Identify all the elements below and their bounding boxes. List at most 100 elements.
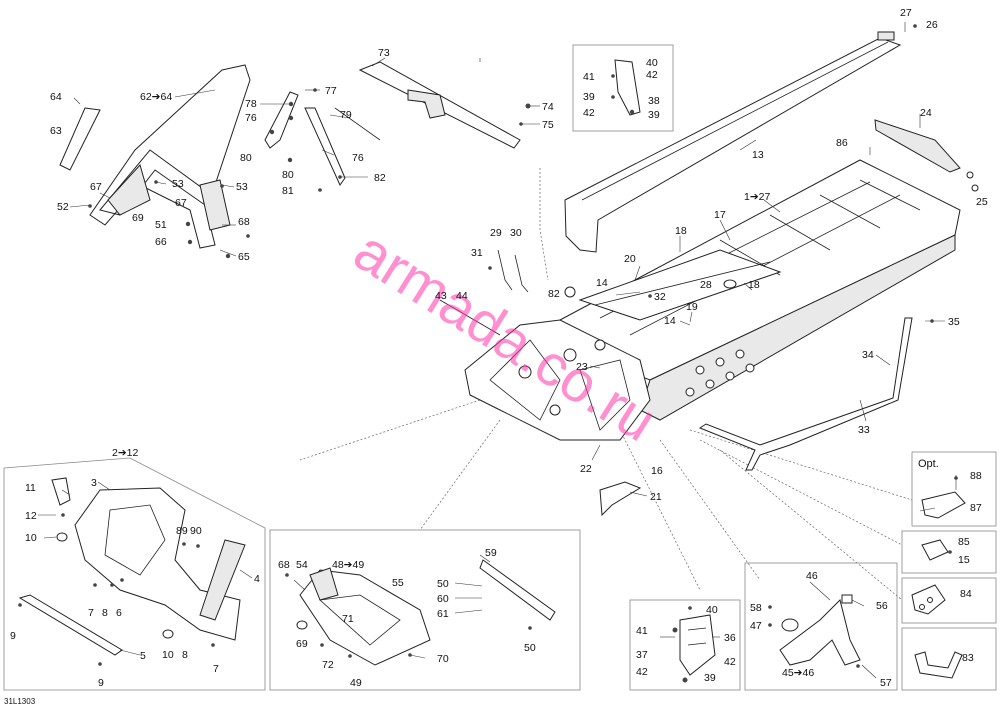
callout-47: 47 [750,620,762,632]
ref-line-13 [539,168,549,281]
callout-7-lower: 7 [213,663,219,675]
callout-42-top: 42 [646,69,658,81]
callout-32: 32 [654,291,666,303]
bracket-15 [921,539,949,561]
ref-line-22 [619,429,701,591]
callout-2to12: 2➔12 [112,447,138,459]
callout-69: 69 [132,212,144,224]
callout-86: 86 [836,137,848,149]
callout-81: 81 [282,185,294,197]
callout-9-upper: 9 [10,630,16,642]
callout-34: 34 [862,349,874,361]
callout-5: 5 [140,650,146,662]
hardware-detail-box [572,44,674,132]
callout-70: 70 [437,653,449,665]
front-frame-group-box [3,457,266,691]
callout-24: 24 [920,107,932,119]
callout-18-lower: 18 [748,279,760,291]
callout-51: 51 [155,219,167,231]
suspension-mount [779,599,861,666]
detail-box-84 [901,577,997,624]
leader-lines [38,22,957,679]
bracket-83 [914,651,963,679]
ref-line-16 [659,439,761,581]
callout-42-bracket-right: 42 [724,656,736,668]
exchanger-end-cap [877,31,895,41]
callout-71: 71 [342,613,354,625]
callout-74: 74 [542,101,554,113]
callout-79: 79 [340,109,352,121]
callout-41-bracket: 41 [636,625,648,637]
footrest-group-box [269,529,581,691]
callout-60: 60 [437,593,449,605]
callout-50-lower: 50 [524,642,536,654]
callout-37: 37 [636,649,648,661]
callout-65: 65 [238,251,250,263]
callout-73: 73 [378,47,390,59]
callout-17: 17 [714,209,726,221]
clip-69 [296,620,308,630]
rear-bumper-rail [874,119,961,173]
callout-48to49: 48➔49 [332,559,364,571]
plug-82 [564,286,576,298]
callout-25: 25 [976,196,988,208]
callout-52: 52 [57,201,69,213]
bracket-38 [614,59,641,116]
callout-21: 21 [650,491,662,503]
callout-38: 38 [648,95,660,107]
footrest-extension-59 [479,559,556,621]
callout-7-upper: 7 [88,607,94,619]
callout-16: 16 [651,465,663,477]
running-board-rail [578,249,782,321]
callout-23: 23 [576,361,588,373]
callout-19: 19 [686,301,698,313]
callout-50-upper: 50 [437,578,449,590]
steering-arm-76a [264,91,299,149]
callout-39-bracket: 39 [704,672,716,684]
rear-bumper-bar [698,317,913,471]
grommet-28 [723,279,737,289]
callout-76-upper: 76 [245,112,257,124]
callout-33: 33 [858,424,870,436]
callout-15: 15 [958,554,970,566]
ref-line-footrest [419,419,501,531]
callout-49: 49 [350,677,362,689]
steering-arm-76b [304,107,346,186]
callout-82-upper: 82 [374,172,386,184]
bracket-11 [51,477,71,506]
callout-42-mid: 42 [583,107,595,119]
callout-8-upper: 8 [102,607,108,619]
callout-29: 29 [490,227,502,239]
callout-46: 46 [806,570,818,582]
callout-80-upper: 80 [240,152,252,164]
footrest-bracket-36 [679,614,716,676]
ref-line-option [689,429,913,501]
callout-83: 83 [962,652,974,664]
callout-75: 75 [542,119,554,131]
ref-line-2to12 [299,399,481,461]
callout-90: 90 [190,525,202,537]
callout-20: 20 [624,253,636,265]
callout-40-bracket: 40 [706,604,718,616]
callout-3: 3 [91,477,97,489]
callout-58: 58 [750,602,762,614]
callout-68-upper: 68 [238,216,250,228]
callout-9-lower: 9 [98,677,104,689]
option-box [911,451,997,527]
callout-69-footrest: 69 [296,638,308,650]
callout-67-right: 67 [175,197,187,209]
callout-41-top: 41 [583,71,595,83]
callout-27: 27 [900,7,912,19]
callout-63: 63 [50,125,62,137]
callout-42-bracket-left: 42 [636,666,648,678]
detail-box-85 [901,530,997,574]
callout-6: 6 [116,607,122,619]
callout-13: 13 [752,149,764,161]
steering-column-frame [89,64,251,249]
callout-85: 85 [958,536,970,548]
ref-line-84 [719,449,903,601]
callout-39-top: 39 [583,91,595,103]
figure-code: 31L1303 [4,697,36,706]
footrest-bracket-54 [309,567,339,601]
